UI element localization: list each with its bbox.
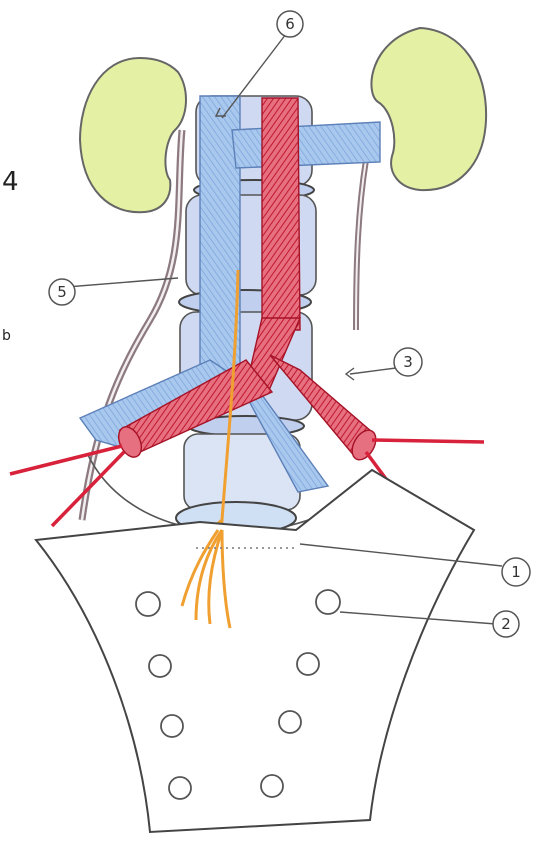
callout-2: 2 — [493, 611, 519, 637]
edge-label-4: 4 — [2, 167, 19, 197]
svg-text:2: 2 — [501, 615, 511, 633]
left-kidney — [80, 58, 186, 212]
callout-6: 6 — [277, 11, 303, 37]
right-kidney — [371, 28, 486, 190]
svg-text:1: 1 — [511, 563, 521, 581]
callout-5: 5 — [49, 279, 75, 305]
callout-1: 1 — [502, 558, 530, 586]
svg-text:6: 6 — [285, 15, 295, 33]
svg-text:5: 5 — [57, 283, 67, 301]
callout-3: 3 — [394, 348, 422, 376]
edge-label-b: b — [2, 328, 11, 344]
svg-text:3: 3 — [403, 353, 413, 371]
